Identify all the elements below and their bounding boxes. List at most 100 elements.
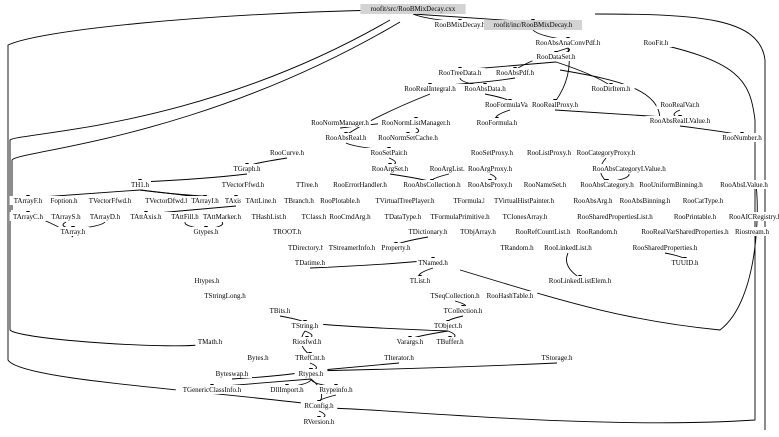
graph-node[interactable]: RooDataSet.h <box>532 52 580 61</box>
graph-node[interactable]: TRefCnt.h <box>291 353 329 362</box>
graph-node[interactable]: TString.h <box>286 321 324 330</box>
graph-node[interactable]: TH1.h <box>129 180 151 189</box>
graph-node[interactable]: RooLinkedList.h <box>539 243 597 252</box>
graph-node[interactable]: RooAbsReal.h <box>322 133 370 142</box>
graph-node[interactable]: RooArgList.h <box>425 164 473 173</box>
graph-node[interactable]: TObjArray.h <box>456 227 500 236</box>
graph-node[interactable]: Byteswap.h <box>212 369 252 378</box>
graph-node[interactable]: RooFormula.h <box>473 118 521 127</box>
graph-node[interactable]: TStorage.h <box>537 353 577 362</box>
graph-node[interactable]: TBranch.h <box>280 196 318 205</box>
graph-node[interactable]: RooUniformBinning.h <box>634 180 708 189</box>
graph-node[interactable]: RooAbsCategory.h <box>576 180 638 189</box>
graph-node[interactable]: RooAbsRealLValue.h <box>645 116 715 125</box>
graph-node[interactable]: TAttLine.h <box>241 196 281 205</box>
graph-node[interactable]: TSeqCollection.h <box>424 291 486 300</box>
graph-node[interactable]: RooNameSet.h <box>521 180 569 189</box>
graph-node[interactable]: RooSharedProperties.h <box>625 243 705 252</box>
graph-node[interactable]: TNamed.h <box>416 258 450 267</box>
graph-node[interactable]: Gtypes.h <box>189 227 223 236</box>
graph-node[interactable]: RooAbsProxy.h <box>464 180 516 189</box>
graph-node[interactable]: RooArgProxy.h <box>464 164 516 173</box>
graph-node[interactable]: RooCategoryProxy.h <box>571 148 641 157</box>
graph-node[interactable]: TClonesArray.h <box>497 212 553 221</box>
graph-node[interactable]: RooListProxy.h <box>521 148 577 157</box>
graph-node[interactable]: Bytes.h <box>243 353 273 362</box>
graph-node[interactable]: Foption.h <box>45 196 83 205</box>
graph-node[interactable]: RooAbsPdf.h <box>493 68 537 77</box>
graph-node[interactable]: TBuffer.h <box>431 337 469 346</box>
graph-node[interactable]: Htypes.h <box>190 276 224 285</box>
graph-node[interactable]: RooArgSet.h <box>368 164 412 173</box>
graph-node[interactable]: RooAICRegistry.h <box>724 212 779 221</box>
graph-node[interactable]: RooAbsArg.h <box>571 196 615 205</box>
graph-node[interactable]: roofit/inc/RooBMixDecay.h <box>484 20 582 30</box>
graph-node[interactable]: TArrayC.h <box>9 212 47 221</box>
graph-node[interactable]: RooAbsAnaConvPdf.h <box>533 38 603 47</box>
graph-node[interactable]: RooAbsData.h <box>461 84 509 93</box>
graph-node[interactable]: THashList.h <box>247 212 291 221</box>
graph-node[interactable]: RooPrintable.h <box>667 212 723 221</box>
graph-node[interactable]: TArrayI.h <box>186 196 224 205</box>
graph-node[interactable]: Rtypeinfo.h <box>314 385 358 394</box>
graph-node[interactable]: TVectorFfwd.h <box>84 196 136 205</box>
graph-node[interactable]: RooNormListManager.h <box>378 118 454 127</box>
graph-node[interactable]: RooRealIntegral.h <box>397 84 463 93</box>
graph-node[interactable]: TBits.h <box>265 306 295 315</box>
graph-node[interactable]: DllImport.h <box>265 385 309 394</box>
graph-node[interactable]: Riosfwd.h <box>288 337 326 346</box>
graph-node[interactable]: TGenericClassInfo.h <box>175 385 249 394</box>
graph-node[interactable]: TVectorDfwd.h <box>141 196 193 205</box>
graph-node[interactable]: TMath.h <box>195 337 225 346</box>
graph-node[interactable]: RooRealVar.h <box>656 100 704 109</box>
graph-node[interactable]: TFormula.h <box>450 196 490 205</box>
graph-node[interactable]: TVirtualTreePlayer.h <box>367 196 443 205</box>
graph-node[interactable]: TAttFill.h <box>165 212 205 221</box>
graph-node[interactable]: RooCurve.h <box>267 148 307 157</box>
graph-node[interactable]: TIterator.h <box>377 353 421 362</box>
graph-node[interactable]: RooNormSetCache.h <box>375 133 441 142</box>
graph-node[interactable]: TDataType.h <box>381 212 425 221</box>
graph-node[interactable]: RooFit.h <box>639 38 673 47</box>
graph-node[interactable]: Property.h <box>376 243 416 252</box>
graph-node[interactable]: TCollection.h <box>437 306 489 315</box>
graph-node[interactable]: RooRealProxy.h <box>527 100 583 109</box>
graph-node[interactable]: RooFormulaVar.h <box>481 100 539 109</box>
graph-node[interactable]: TObject.h <box>429 321 467 330</box>
graph-node[interactable]: TVectorFfwd.h <box>217 180 269 189</box>
graph-node[interactable]: RooAbsLValue.h <box>716 180 772 189</box>
graph-node[interactable]: TROOT.h <box>272 227 302 236</box>
graph-node[interactable]: RooRealVarSharedProperties.h <box>632 227 738 236</box>
graph-node[interactable]: RooCatType.h <box>679 196 727 205</box>
graph-node[interactable]: TGraph.h <box>230 164 264 173</box>
graph-node[interactable]: RooHashTable.h <box>482 291 538 300</box>
graph-node[interactable]: RooNormManager.h <box>309 118 371 127</box>
graph-node[interactable]: TVirtualHistPainter.h <box>484 196 564 205</box>
graph-node[interactable]: RooCmdArg.h <box>328 212 372 221</box>
graph-node[interactable]: TDictionary.h <box>402 227 454 236</box>
graph-node[interactable]: TUUID.h <box>670 258 700 267</box>
graph-node[interactable]: TArrayF.h <box>9 196 47 205</box>
graph-node[interactable]: RooErrorHandler.h <box>327 180 393 189</box>
graph-node[interactable]: RVersion.h <box>299 417 339 426</box>
graph-node[interactable]: TClass.h <box>297 212 331 221</box>
graph-node[interactable]: TArrayS.h <box>47 212 85 221</box>
graph-node[interactable]: RooTreeData.h <box>434 68 486 77</box>
graph-node[interactable]: RooSharedPropertiesList.h <box>568 212 662 221</box>
graph-node[interactable]: TDirectory.h <box>282 243 330 252</box>
graph-node[interactable]: TStringLong.h <box>199 291 251 300</box>
graph-node[interactable]: TDatime.h <box>291 258 329 267</box>
graph-node[interactable]: RooLinkedListElem.h <box>543 276 617 285</box>
graph-node[interactable]: RooDirItem.h <box>587 84 635 93</box>
graph-node[interactable]: TTree.h <box>292 180 322 189</box>
graph-node[interactable]: TAxis.h <box>221 196 251 205</box>
graph-node[interactable]: roofit/src/RooBMixDecay.cxx <box>360 4 466 14</box>
graph-node[interactable]: RooAbsBinning.h <box>616 196 674 205</box>
graph-node[interactable]: TArray.h <box>56 227 90 236</box>
graph-node[interactable]: RooBMixDecay.h <box>432 20 488 29</box>
graph-node[interactable]: RConfig.h <box>300 401 338 410</box>
graph-node[interactable]: TAttMarker.h <box>198 212 246 221</box>
graph-node[interactable]: RooPlotable.h <box>314 196 366 205</box>
graph-node[interactable]: RooSetPair.h <box>365 148 413 157</box>
graph-node[interactable]: TStreamerInfo.h <box>323 243 381 252</box>
